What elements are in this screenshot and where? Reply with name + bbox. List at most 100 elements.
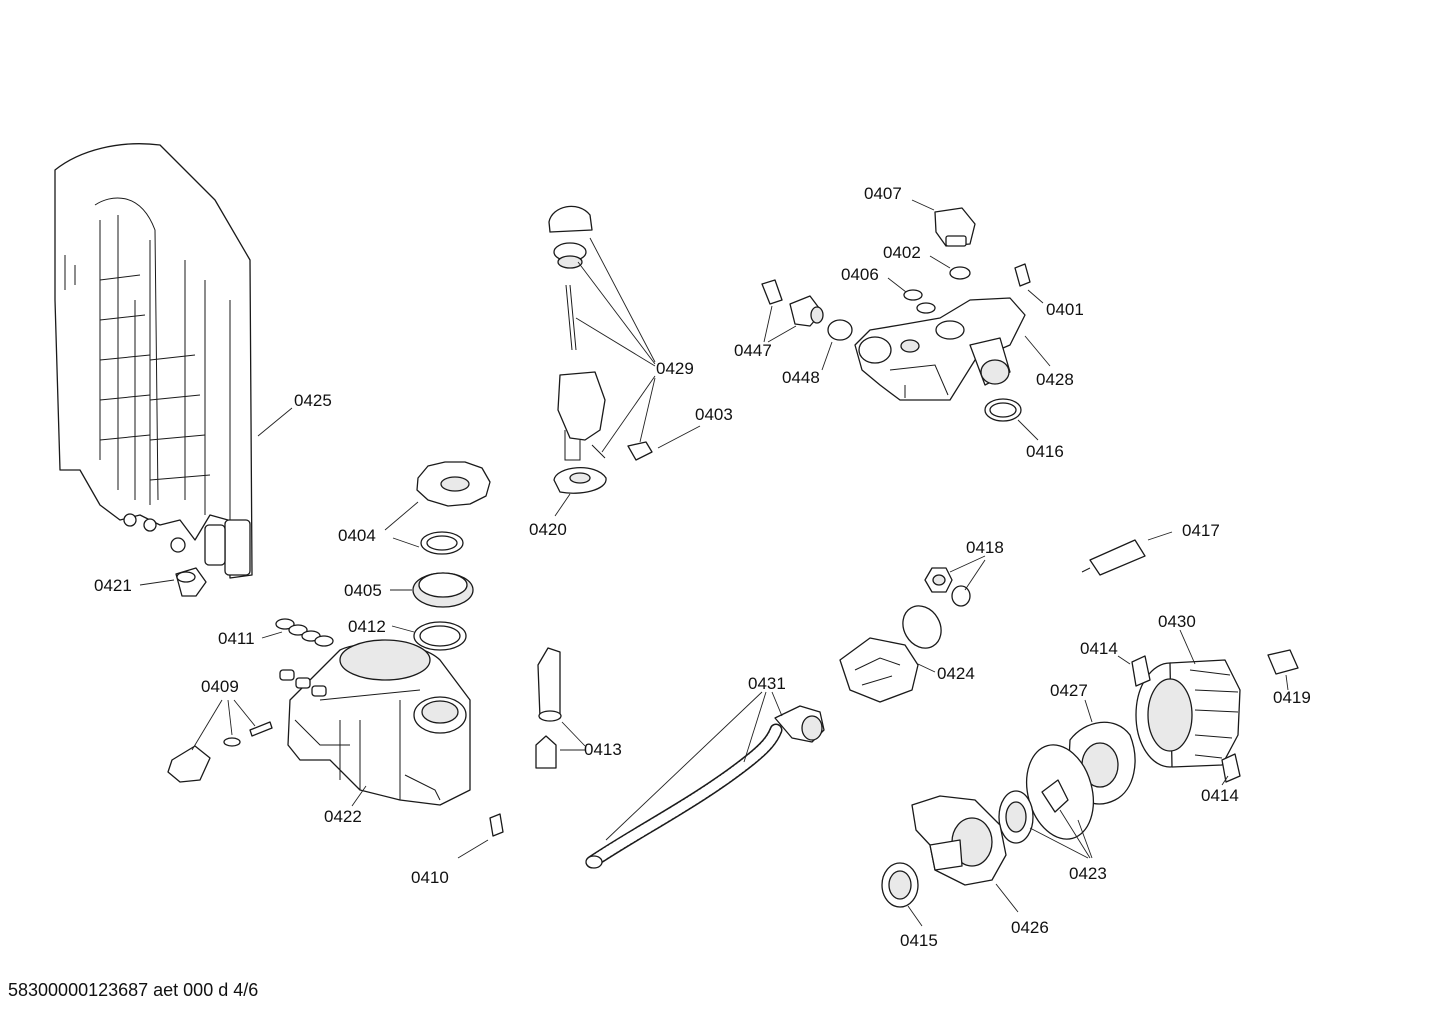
label-0430: 0430 — [1158, 612, 1196, 631]
part-0429-float-assembly — [548, 205, 607, 494]
part-0419-connector — [1267, 649, 1299, 675]
leader-0409-a — [191, 699, 223, 751]
leader-0422 — [351, 785, 367, 807]
label-0404: 0404 — [338, 526, 376, 545]
label-0423: 0423 — [1069, 864, 1107, 883]
leader-0431-a — [743, 691, 767, 763]
label-0417: 0417 — [1182, 521, 1220, 540]
label-0425: 0425 — [294, 391, 332, 410]
leader-0423-b — [1059, 809, 1091, 859]
label-0426: 0426 — [1011, 918, 1049, 937]
leader-0428 — [1024, 335, 1051, 367]
label-0409: 0409 — [201, 677, 239, 696]
label-0407: 0407 — [864, 184, 902, 203]
label-0415: 0415 — [900, 931, 938, 950]
leader-0447-b — [767, 325, 797, 343]
part-0448-seal — [827, 319, 853, 341]
part-0411-rings — [275, 618, 334, 647]
leader-0448 — [821, 341, 833, 371]
leader-0424 — [917, 663, 936, 673]
label-0401: 0401 — [1046, 300, 1084, 319]
part-0447-connector — [761, 279, 824, 327]
leader-0431-c — [605, 691, 763, 841]
part-0426-pump-housing — [911, 795, 1007, 886]
part-0422-softener-housing — [279, 639, 471, 806]
label-0422: 0422 — [324, 807, 362, 826]
leader-0423-c — [1077, 819, 1093, 859]
leader-0411 — [261, 631, 283, 639]
leader-0414-a — [1117, 655, 1131, 665]
leader-0447-a — [763, 305, 773, 343]
leader-0404 — [384, 501, 419, 531]
leader-0423-a — [1029, 827, 1089, 859]
label-0421: 0421 — [94, 576, 132, 595]
drawing-reference-footer: 58300000123687 aet 000 d 4/6 — [8, 980, 259, 1000]
part-0410-clip — [489, 813, 504, 837]
label-0410: 0410 — [411, 868, 449, 887]
part-0405-nut — [412, 572, 474, 608]
label-0448: 0448 — [782, 368, 820, 387]
part-0417-capacitor — [1081, 539, 1146, 576]
leader-0406 — [887, 277, 907, 293]
label-0431: 0431 — [748, 674, 786, 693]
part-0416-clamp — [984, 398, 1022, 422]
leader-0420 — [554, 493, 571, 517]
leader-0419 — [1285, 674, 1289, 691]
part-0414-bracket-b — [1221, 753, 1241, 783]
part-0415-seal — [881, 862, 919, 908]
leader-0409-b — [227, 699, 233, 736]
leader-0429-c — [575, 317, 656, 367]
label-0420: 0420 — [529, 520, 567, 539]
leader-0414-b — [1221, 775, 1229, 786]
part-0430-heater-pump — [1135, 659, 1241, 768]
leader-0418-b — [964, 559, 986, 591]
part-0404-cap-nut — [416, 461, 491, 507]
part-0404-ring — [420, 531, 464, 555]
label-0428: 0428 — [1036, 370, 1074, 389]
leader-0417 — [1147, 531, 1173, 541]
label-0427: 0427 — [1050, 681, 1088, 700]
leader-0416 — [1017, 419, 1039, 441]
leader-0429-a — [589, 237, 656, 363]
leader-0429-b — [577, 261, 656, 365]
part-0424-pressure-switch — [839, 637, 919, 703]
part-0428-valve-block — [854, 297, 1026, 401]
leader-0421 — [139, 579, 175, 586]
leader-0418-a — [949, 555, 986, 573]
leader-0413-a — [561, 721, 586, 747]
part-0401-clip — [1014, 263, 1031, 287]
label-0402: 0402 — [883, 243, 921, 262]
leader-0425 — [257, 407, 293, 437]
part-0418-nut — [924, 567, 971, 607]
part-0406-rings — [903, 289, 936, 314]
label-0403: 0403 — [695, 405, 733, 424]
label-0406: 0406 — [841, 265, 879, 284]
label-0418: 0418 — [966, 538, 1004, 557]
leader-0415 — [907, 905, 923, 927]
leader-0407 — [911, 199, 935, 211]
part-0409-valve — [167, 721, 273, 783]
part-0421-connector — [175, 567, 207, 597]
part-0423-impeller — [998, 744, 1094, 844]
label-0413: 0413 — [584, 740, 622, 759]
leader-0427 — [1084, 699, 1093, 723]
leader-0404-ring — [392, 537, 420, 548]
leader-0429-d — [601, 375, 656, 453]
leader-0412 — [391, 625, 415, 633]
leader-0402 — [929, 255, 951, 269]
part-0414-bracket-a — [1131, 655, 1151, 687]
label-0447: 0447 — [734, 341, 772, 360]
leader-0409-c — [233, 699, 256, 727]
leader-0403 — [657, 425, 701, 449]
leader-0426 — [995, 883, 1019, 913]
part-0412-seal — [413, 621, 467, 651]
part-0413-dosing — [535, 647, 562, 769]
part-0403-sensor — [627, 441, 653, 461]
label-0414-b: 0414 — [1201, 786, 1239, 805]
part-0425-heat-exchanger — [54, 143, 253, 579]
part-0407-connector — [934, 207, 976, 247]
label-0419: 0419 — [1273, 688, 1311, 707]
leader-0410 — [457, 839, 489, 859]
leader-0431-b — [771, 691, 783, 717]
